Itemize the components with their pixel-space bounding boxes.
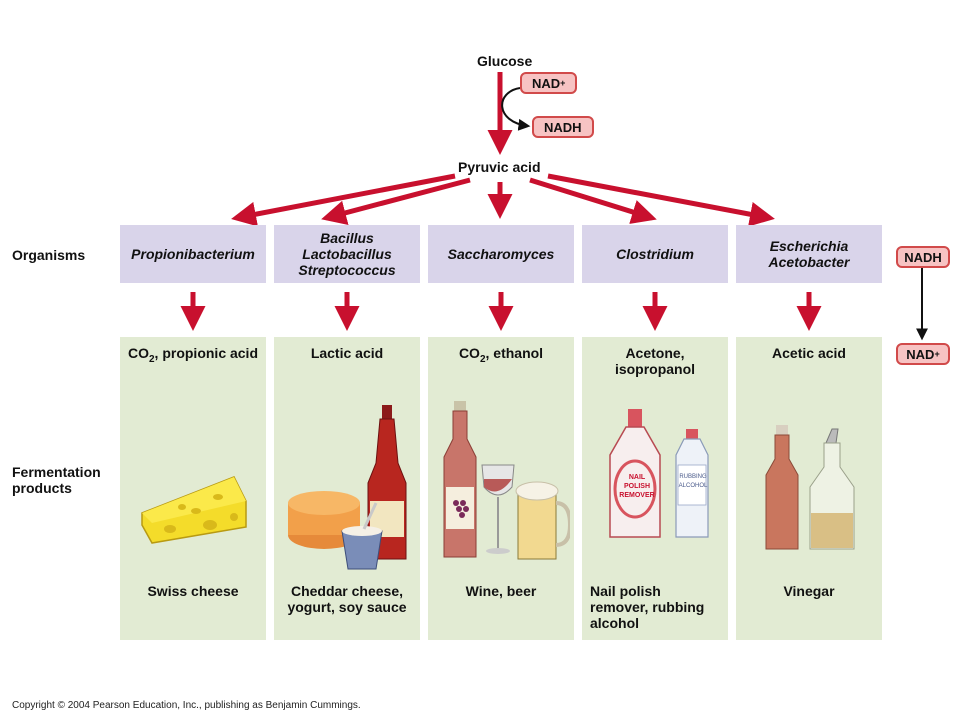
product-heading: CO2, propionic acid: [120, 345, 266, 368]
food-line: yogurt, soy sauce: [287, 599, 407, 615]
product-subscript: 2: [479, 353, 486, 365]
rubbing-alcohol-label-line: ALCOHOL: [678, 483, 708, 489]
side-nad-plus-superscript: +: [934, 349, 940, 359]
fan-arrow-1: [231, 173, 456, 227]
cheddar-yogurt-soy-icon: [288, 405, 407, 570]
food-name: Vinegar: [783, 583, 835, 599]
food-name: Wine, beer: [465, 583, 537, 599]
nail-polish-label: NAIL POLISH REMOVER: [616, 473, 658, 500]
fermentation-label-line2: products: [12, 480, 72, 496]
product-rest: , ethanol: [485, 345, 544, 361]
copyright-notice: Copyright © 2004 Pearson Education, Inc.…: [12, 700, 361, 711]
product-column-acetone: Acetone, isopropanol NAIL POLISH REMOVER…: [582, 337, 728, 640]
organism-name: Acetobacter: [768, 254, 850, 270]
food-name: Swiss cheese: [147, 583, 239, 599]
organism-box-clostridium: Clostridium: [582, 225, 728, 283]
fan-arrow-2: [321, 177, 471, 225]
fan-arrow-4: [529, 177, 657, 224]
nadh-pill: NADH: [532, 116, 594, 138]
nail-polish-label-line: POLISH: [623, 483, 651, 490]
fermentation-label-line1: Fermentation: [12, 464, 101, 480]
organisms-row-label: Organisms: [12, 247, 86, 263]
food-line: alcohol: [590, 615, 640, 631]
pyruvic-acid-label: Pyruvic acid: [458, 159, 541, 175]
rubbing-alcohol-label-line: RUBBING: [679, 474, 707, 480]
product-column-acetic: Acetic acid Vinegar: [736, 337, 882, 640]
organism-name: Saccharomyces: [447, 246, 555, 262]
organism-name: Bacillus: [320, 230, 374, 246]
fermentation-products-row-label: Fermentation products: [12, 464, 101, 496]
nail-polish-label-line: NAIL: [628, 474, 646, 481]
food-line: Nail polish: [590, 583, 661, 599]
food-line: Cheddar cheese,: [290, 583, 404, 599]
nad-plus-text: NAD: [532, 75, 561, 91]
side-nad-plus-text: NAD: [906, 346, 935, 362]
organism-box-propionibacterium: Propionibacterium: [120, 225, 266, 283]
nad-plus-superscript: +: [560, 78, 566, 88]
organism-name: Escherichia: [769, 238, 849, 254]
product-column-lactic: Lactic acid Cheddar cheese, yogurt, soy …: [274, 337, 420, 640]
organism-box-saccharomyces: Saccharomyces: [428, 225, 574, 283]
product-rest: , propionic acid: [154, 345, 259, 361]
food-name: Nail polish remover, rubbing alcohol: [590, 583, 728, 631]
side-nadh-pill: NADH: [896, 246, 950, 268]
rubbing-alcohol-label: RUBBING ALCOHOL: [676, 473, 710, 491]
product-heading: Lactic acid: [310, 345, 384, 361]
fan-arrow-5: [547, 173, 775, 227]
organism-box-acetic: Escherichia Acetobacter: [736, 225, 882, 283]
nad-plus-pill: NAD+: [520, 72, 578, 94]
product-co: CO: [458, 345, 480, 361]
product-heading: Acetone, isopropanol: [582, 345, 728, 377]
product-co: CO: [127, 345, 149, 361]
product-column-ethanol: CO2, ethanol Wine, beer: [428, 337, 574, 640]
food-name: Cheddar cheese, yogurt, soy sauce: [274, 583, 420, 615]
glucose-label: Glucose: [477, 53, 533, 69]
vinegar-bottles-icon: [765, 425, 855, 550]
nail-polish-label-line: REMOVER: [619, 492, 655, 499]
product-heading: Acetic acid: [772, 345, 846, 361]
swiss-cheese-icon: [141, 476, 247, 544]
organism-name: Lactobacillus: [302, 246, 392, 262]
nad-reduction-curve-arrow: [501, 87, 531, 131]
wine-beer-icon: [443, 401, 570, 560]
product-heading: CO2, ethanol: [428, 345, 574, 368]
organism-name: Propionibacterium: [131, 246, 255, 262]
product-line: isopropanol: [614, 361, 696, 377]
organism-box-lactic: Bacillus Lactobacillus Streptococcus: [274, 225, 420, 283]
organism-name: Clostridium: [616, 246, 694, 262]
organism-name: Streptococcus: [298, 262, 396, 278]
product-subscript: 2: [148, 353, 155, 365]
product-column-propionic: CO2, propionic acid Swiss cheese: [120, 337, 266, 640]
side-nad-plus-pill: NAD+: [896, 343, 950, 365]
food-line: remover, rubbing: [590, 599, 705, 615]
nail-polish-alcohol-icon: [609, 409, 709, 538]
product-line: Acetone,: [625, 345, 685, 361]
